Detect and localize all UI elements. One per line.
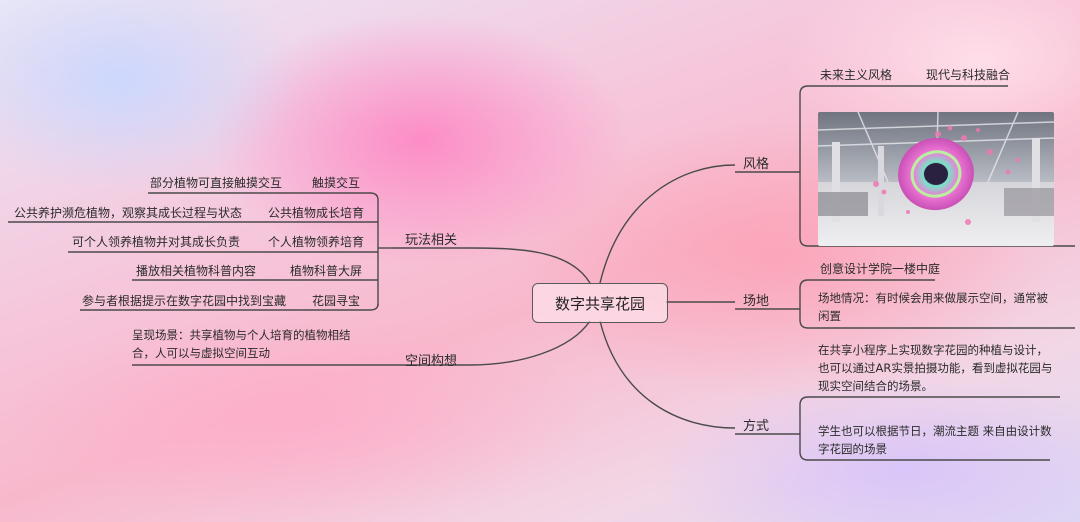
space-desc: 呈现场景：共享植物与个人培育的植物相结合，人可以与虚拟空间互动 <box>132 328 351 360</box>
center-label: 数字共享花园 <box>554 294 645 313</box>
connector-center-space <box>469 320 591 366</box>
style-tag-futurism: 未来主义风格 <box>820 68 893 82</box>
connector-center-method <box>599 320 736 429</box>
method-desc-2: 学生也可以根据节日，潮流主题 来自由设计数字花园的场景 <box>818 424 1052 456</box>
play-item-screen[interactable]: 植物科普大屏 <box>290 264 363 278</box>
style-tag-tech: 现代与科技融合 <box>926 68 1011 82</box>
play-item-public[interactable]: 公共植物成长培育 <box>268 206 365 220</box>
branch-play[interactable]: 玩法相关 <box>405 233 458 248</box>
play-item-treasure-desc: 参与者根据提示在数字花园中找到宝藏 <box>82 294 287 308</box>
play-item-public-desc: 公共养护濒危植物，观察其成长过程与状态 <box>14 206 243 220</box>
venue-title: 创意设计学院一楼中庭 <box>820 262 941 276</box>
branch-style[interactable]: 风格 <box>743 157 770 172</box>
play-item-touch[interactable]: 触摸交互 <box>312 176 361 190</box>
venue-desc: 场地情况：有时候会用来做展示空间，通常被闲置 <box>818 291 1048 323</box>
connector-center-play <box>469 247 591 284</box>
branch-venue[interactable]: 场地 <box>743 294 770 309</box>
method-desc-1: 在共享小程序上实现数字花园的种植与设计，也可以通过AR实景拍摄功能，看到虚拟花园… <box>818 343 1053 393</box>
play-item-adopt-desc: 可个人领养植物并对其成长负责 <box>72 235 241 249</box>
play-item-screen-desc: 播放相关植物科普内容 <box>136 264 257 278</box>
play-item-treasure[interactable]: 花园寻宝 <box>312 294 361 308</box>
play-item-touch-desc: 部分植物可直接触摸交互 <box>150 176 283 190</box>
branch-space[interactable]: 空间构想 <box>405 354 458 369</box>
play-item-adopt[interactable]: 个人植物领养培育 <box>268 235 365 249</box>
center-node[interactable]: 数字共享花园 <box>532 283 668 323</box>
branch-method[interactable]: 方式 <box>743 419 770 434</box>
connector-center-style <box>599 164 736 284</box>
style-photo <box>818 112 1054 246</box>
